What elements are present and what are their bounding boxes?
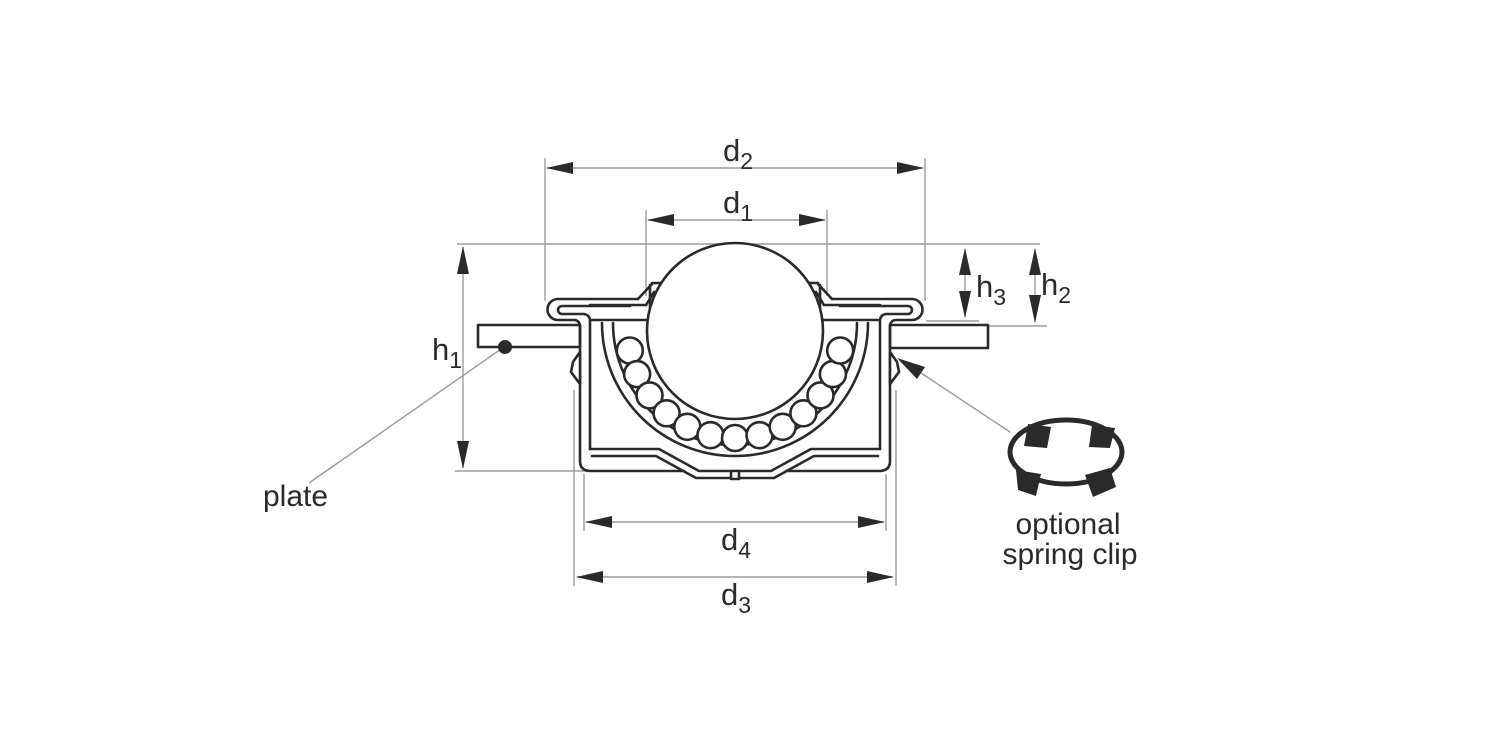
d1-arrow-right — [799, 214, 826, 226]
bearing-ball — [825, 336, 855, 365]
d1-extension-lines — [645, 210, 828, 296]
flange-rolled-edge-left-outer — [546, 297, 686, 473]
d3-extension-lines — [573, 390, 897, 586]
bearing-ball — [635, 381, 664, 410]
dim-label-d4: d4 — [721, 522, 751, 563]
flange-rolled-edge-right-outer — [784, 297, 924, 473]
dim-label-h3: h3 — [976, 269, 1006, 310]
h1-arrow-down — [457, 441, 469, 469]
spring-clip-tab-top-right — [1089, 425, 1115, 448]
dim-label-h2: h2 — [1041, 267, 1071, 308]
d4-arrow-left — [585, 516, 612, 528]
bearing-ball — [806, 381, 835, 410]
bearing-ball — [768, 412, 798, 442]
housing-bottom-center-nub — [729, 469, 741, 481]
dim-label-d2: d2 — [723, 133, 753, 174]
flange-rolled-edge-left-inner — [556, 304, 632, 451]
d1-arrow-left — [647, 214, 674, 226]
spring-clip-barb-left — [569, 350, 582, 386]
spring-clip-arrowhead — [897, 358, 925, 379]
plate-leader-dot — [498, 340, 512, 354]
h3-arrow-up — [959, 248, 971, 275]
spring-clip-detail — [1007, 417, 1125, 497]
spring-clip-barb-right — [888, 350, 901, 386]
d2-arrow-left — [546, 162, 573, 174]
bearing-ball — [615, 336, 645, 365]
spring-clip-tab-top-left — [1024, 424, 1051, 448]
bearing-ball — [818, 359, 848, 389]
flange-rolled-edge-right-inner — [838, 304, 914, 451]
flange-ring-inner-chamfers — [644, 290, 826, 307]
dimension-arrows — [457, 162, 1041, 583]
labels: d2 d1 h1 h3 h2 d4 d3 plate optional spri… — [263, 133, 1138, 618]
plate-right — [888, 323, 990, 350]
h3-arrow-down — [959, 291, 971, 318]
load-ball — [645, 241, 825, 421]
d2-extension-lines — [544, 158, 926, 301]
bearing-ball — [789, 398, 818, 428]
bearing-balls — [615, 336, 855, 453]
bearing-ball — [652, 398, 681, 428]
spring-clip-label-line2: spring clip — [1002, 538, 1137, 571]
bearing-ball — [696, 420, 725, 450]
plate-left — [476, 323, 582, 349]
h2-arrow-up — [1029, 248, 1041, 275]
d4-extension-lines — [583, 474, 887, 531]
spring-clip-tab-bottom-right — [1085, 468, 1116, 497]
d3-arrow-left — [576, 571, 603, 583]
ball-transfer-unit — [476, 241, 990, 481]
spring-clip-tab-bottom-left — [1016, 470, 1041, 496]
housing-bottom — [588, 447, 882, 481]
dim-label-d3: d3 — [721, 577, 751, 618]
dim-label-d1: d1 — [723, 185, 753, 226]
dim-label-h1: h1 — [432, 332, 462, 373]
d2-arrow-right — [897, 162, 924, 174]
plate-label: plate — [263, 480, 328, 513]
cup-outer-arc — [600, 321, 870, 458]
spring-clip-leader-line — [917, 370, 1011, 433]
h2-arrow-down — [1029, 295, 1041, 323]
bearing-ball — [622, 359, 652, 389]
bearing-ball — [720, 423, 750, 453]
h1-arrow-up — [457, 246, 469, 274]
spring-clip-label-line1: optional — [1015, 508, 1120, 541]
plate-leader-line — [308, 346, 505, 484]
d3-arrow-right — [867, 571, 894, 583]
d4-arrow-right — [858, 516, 885, 528]
